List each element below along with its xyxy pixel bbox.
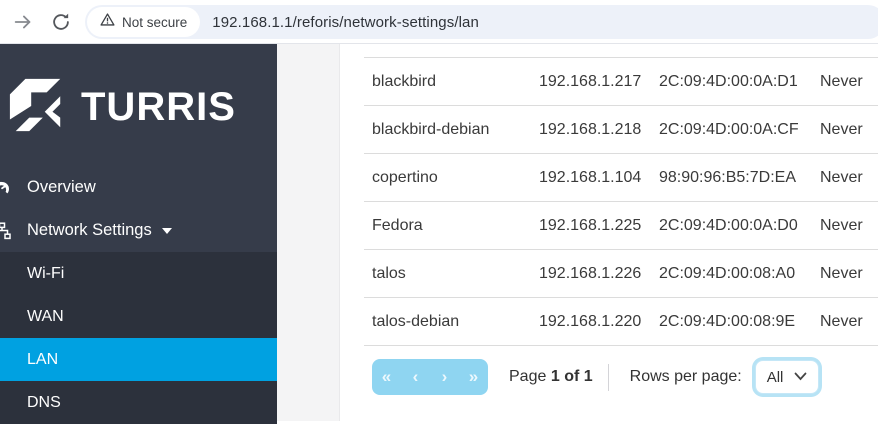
- ip-address-cell: 192.168.1.220: [531, 297, 651, 346]
- sidebar-item-wan[interactable]: WAN: [0, 295, 277, 338]
- sidebar-item-label: Overview: [27, 178, 96, 196]
- main-content: blackbird 192.168.1.217 2C:09:4D:00:0A:D…: [340, 44, 878, 421]
- mac-address-cell: 2C:09:4D:00:08:9E: [651, 297, 812, 346]
- security-chip[interactable]: Not secure: [87, 7, 201, 37]
- pager-buttons: « ‹ › »: [372, 359, 488, 395]
- sidebar-item-overview[interactable]: Overview: [0, 166, 277, 209]
- previous-page-icon: ‹: [412, 367, 419, 386]
- of-label: of: [564, 368, 580, 385]
- hostname-cell: talos-debian: [364, 297, 531, 346]
- reload-button[interactable]: [50, 11, 72, 33]
- current-page: 1: [550, 368, 560, 385]
- select-chevron-down-icon: [794, 368, 807, 386]
- first-page-icon: «: [381, 367, 392, 386]
- sidebar-item-wi-fi[interactable]: Wi-Fi: [0, 252, 277, 295]
- forward-arrow-icon: [12, 15, 34, 36]
- next-page-icon: ›: [441, 367, 448, 386]
- security-chip-label: Not secure: [122, 14, 188, 30]
- next-page-button[interactable]: ›: [430, 359, 459, 395]
- rows-per-page-label: Rows per page:: [629, 368, 742, 385]
- table-row: talos-debian 192.168.1.220 2C:09:4D:00:0…: [364, 297, 878, 346]
- lease-cell: Never: [812, 57, 878, 106]
- pagination: « ‹ › » Page 1 of 1 Rows per page: All: [364, 357, 878, 397]
- table-row: Fedora 192.168.1.225 2C:09:4D:00:0A:D0 N…: [364, 201, 878, 250]
- ip-address-cell: 192.168.1.218: [531, 105, 651, 154]
- mac-address-cell: 2C:09:4D:00:0A:D0: [651, 201, 812, 250]
- dhcp-clients-table: blackbird 192.168.1.217 2C:09:4D:00:0A:D…: [364, 57, 878, 346]
- page-indicator: Page 1 of 1: [509, 368, 593, 386]
- sidebar-item-label: LAN: [27, 350, 59, 368]
- pagination-divider: [607, 363, 609, 391]
- sidebar-item-label: WAN: [27, 307, 64, 325]
- lease-cell: Never: [812, 297, 878, 346]
- mac-address-cell: 2C:09:4D:00:0A:D1: [651, 57, 812, 106]
- gauge-icon: [0, 179, 11, 197]
- ip-address-cell: 192.168.1.217: [531, 57, 651, 106]
- previous-page-button[interactable]: ‹: [401, 359, 430, 395]
- sidebar-item-dns[interactable]: DNS: [0, 381, 277, 424]
- hostname-cell: Fedora: [364, 201, 531, 250]
- rows-per-page-value: All: [766, 368, 784, 386]
- network-icon: [0, 222, 11, 240]
- lease-cell: Never: [812, 153, 878, 202]
- url-text: 192.168.1.1/reforis/network-settings/lan: [212, 13, 479, 31]
- reload-icon: [50, 13, 72, 36]
- forward-button[interactable]: [12, 11, 34, 33]
- page-label: Page: [509, 368, 547, 385]
- dhcp-table-body: blackbird 192.168.1.217 2C:09:4D:00:0A:D…: [364, 57, 878, 346]
- mac-address-cell: 2C:09:4D:00:0A:CF: [651, 105, 812, 154]
- mac-address-cell: 2C:09:4D:00:08:A0: [651, 249, 812, 298]
- table-row: blackbird-debian 192.168.1.218 2C:09:4D:…: [364, 105, 878, 154]
- warning-triangle-icon: [100, 12, 115, 32]
- hostname-cell: blackbird-debian: [364, 105, 531, 154]
- ip-address-cell: 192.168.1.104: [531, 153, 651, 202]
- mac-address-cell: 98:90:96:B5:7D:EA: [651, 153, 812, 202]
- sidebar-item-lan[interactable]: LAN: [0, 338, 277, 381]
- chevron-down-icon: [161, 227, 172, 234]
- hostname-cell: blackbird: [364, 57, 531, 106]
- last-page-button[interactable]: »: [459, 359, 488, 395]
- brand-name: TURRIS: [81, 84, 236, 129]
- rows-per-page-select[interactable]: All: [754, 360, 820, 394]
- hostname-cell: copertino: [364, 153, 531, 202]
- sidebar-item-label: DNS: [27, 393, 61, 411]
- content-gutter: [277, 44, 340, 421]
- ip-address-cell: 192.168.1.226: [531, 249, 651, 298]
- turris-logo-mark-icon: [6, 75, 68, 140]
- table-row: copertino 192.168.1.104 98:90:96:B5:7D:E…: [364, 153, 878, 202]
- total-pages: 1: [583, 368, 593, 385]
- ip-address-cell: 192.168.1.225: [531, 201, 651, 250]
- sidebar-item-label: Network Settings: [27, 221, 152, 239]
- table-row: blackbird 192.168.1.217 2C:09:4D:00:0A:D…: [364, 57, 878, 106]
- turris-logo: TURRIS: [0, 44, 277, 140]
- lease-cell: Never: [812, 105, 878, 154]
- address-bar[interactable]: Not secure 192.168.1.1/reforis/network-s…: [85, 5, 878, 39]
- hostname-cell: talos: [364, 249, 531, 298]
- lease-cell: Never: [812, 201, 878, 250]
- browser-toolbar: Not secure 192.168.1.1/reforis/network-s…: [0, 0, 878, 44]
- sidebar-item-label: Wi-Fi: [27, 264, 65, 282]
- sidebar-item-network-settings[interactable]: Network Settings: [0, 209, 277, 252]
- table-row: talos 192.168.1.226 2C:09:4D:00:08:A0 Ne…: [364, 249, 878, 298]
- lease-cell: Never: [812, 249, 878, 298]
- first-page-button[interactable]: «: [372, 359, 401, 395]
- last-page-icon: »: [468, 367, 479, 386]
